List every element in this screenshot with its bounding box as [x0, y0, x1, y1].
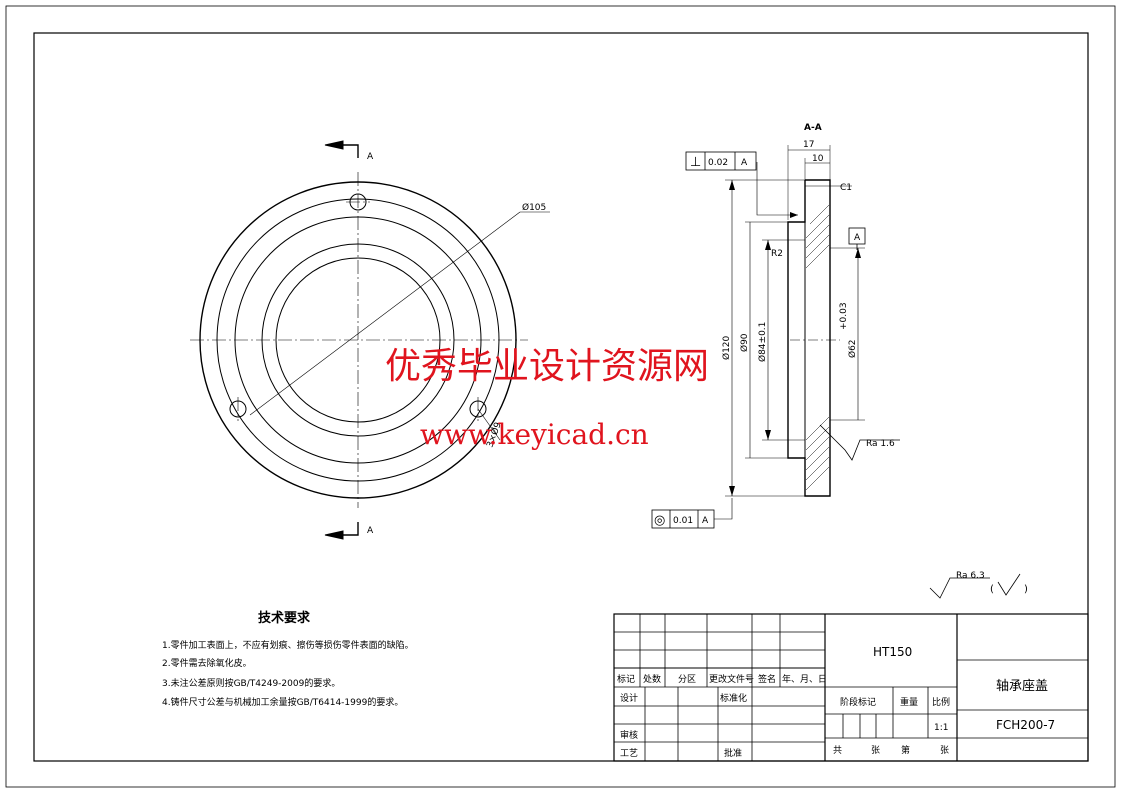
dim-84: Ø84±0.1 — [757, 322, 768, 362]
conc-value: 0.01 — [673, 516, 693, 526]
standardize-label: 标准化 — [720, 692, 747, 704]
title-block — [613, 613, 1089, 762]
front-view — [190, 140, 550, 540]
tech-requirements-title: 技术要求 — [258, 610, 311, 626]
perpendicularity-frame — [685, 151, 757, 171]
process-label: 工艺 — [620, 748, 638, 759]
dim-62: Ø62 — [847, 339, 858, 358]
roughness-ra16: Ra 1.6 — [866, 439, 895, 449]
rev-header-date: 年、月、日 — [782, 673, 827, 685]
sheet-no: 第 — [901, 744, 910, 756]
dim-10: 10 — [812, 154, 824, 164]
rev-header-mark: 标记 — [617, 673, 635, 685]
design-label: 设计 — [620, 692, 638, 704]
rev-header-doc: 更改文件号 — [709, 673, 754, 685]
sheets-total: 共 — [833, 745, 842, 756]
section-outline — [787, 179, 831, 497]
section-view — [714, 145, 900, 520]
dim-120: Ø120 — [721, 335, 732, 360]
general-roughness-close: ) — [1024, 584, 1028, 595]
dim-bolt-circle: Ø105 — [522, 202, 546, 213]
dim-62-tol: +0.03 — [839, 302, 849, 330]
scale-value: 1:1 — [934, 723, 948, 733]
tech-item-3: 3.未注公差原则按GB/T4249-2009的要求。 — [162, 677, 340, 689]
dim-17: 17 — [803, 140, 814, 150]
datum-label: A — [854, 233, 861, 243]
check-label: 审核 — [620, 729, 638, 741]
general-roughness-value: Ra 6.3 — [956, 571, 985, 581]
title-block-text: 标记 处数 分区 更改文件号 签名 年、月、日 设计 标准化 审核 工艺 批准 … — [617, 645, 1055, 759]
stage-mark-label: 阶段标记 — [840, 696, 876, 708]
r2-label: R2 — [771, 249, 783, 259]
drawing-no: FCH200-7 — [996, 718, 1055, 732]
sheet-no-unit: 张 — [940, 745, 949, 756]
rev-header-sign: 签名 — [758, 673, 776, 685]
approve-label: 批准 — [724, 747, 742, 759]
section-mark-top: A — [367, 152, 374, 162]
dim-90: Ø90 — [739, 333, 750, 352]
chamfer-label: C1 — [840, 183, 852, 193]
rev-header-zone: 分区 — [678, 674, 696, 685]
tech-item-1: 1.零件加工表面上，不应有划痕、擦伤等损伤零件表面的缺陷。 — [162, 639, 414, 651]
tech-item-2: 2.零件需去除氧化皮。 — [162, 657, 252, 669]
watermark-line2: www.keyicad.cn — [420, 418, 649, 451]
section-label: A-A — [804, 123, 822, 133]
conc-symbol: ◎ — [654, 513, 665, 528]
perp-value: 0.02 — [708, 158, 728, 168]
outer-frame — [5, 5, 1116, 788]
sheets-total-unit: 张 — [871, 745, 880, 756]
perp-symbol: ⊥ — [690, 155, 701, 170]
watermark-line1: 优秀毕业设计资源网 — [385, 346, 709, 387]
weight-label: 重量 — [900, 696, 918, 708]
concentricity-frame — [651, 509, 715, 529]
general-roughness — [929, 573, 1021, 599]
conc-datum: A — [702, 516, 709, 526]
section-mark-bottom: A — [367, 526, 374, 536]
material: HT150 — [873, 645, 912, 659]
general-roughness-open: ( — [990, 584, 994, 595]
part-name: 轴承座盖 — [996, 679, 1048, 694]
perp-datum: A — [741, 158, 748, 168]
scale-label: 比例 — [932, 696, 950, 708]
rev-header-count: 处数 — [643, 673, 661, 685]
inner-frame — [33, 32, 1089, 762]
tech-item-4: 4.铸件尺寸公差与机械加工余量按GB/T6414-1999的要求。 — [162, 696, 403, 708]
